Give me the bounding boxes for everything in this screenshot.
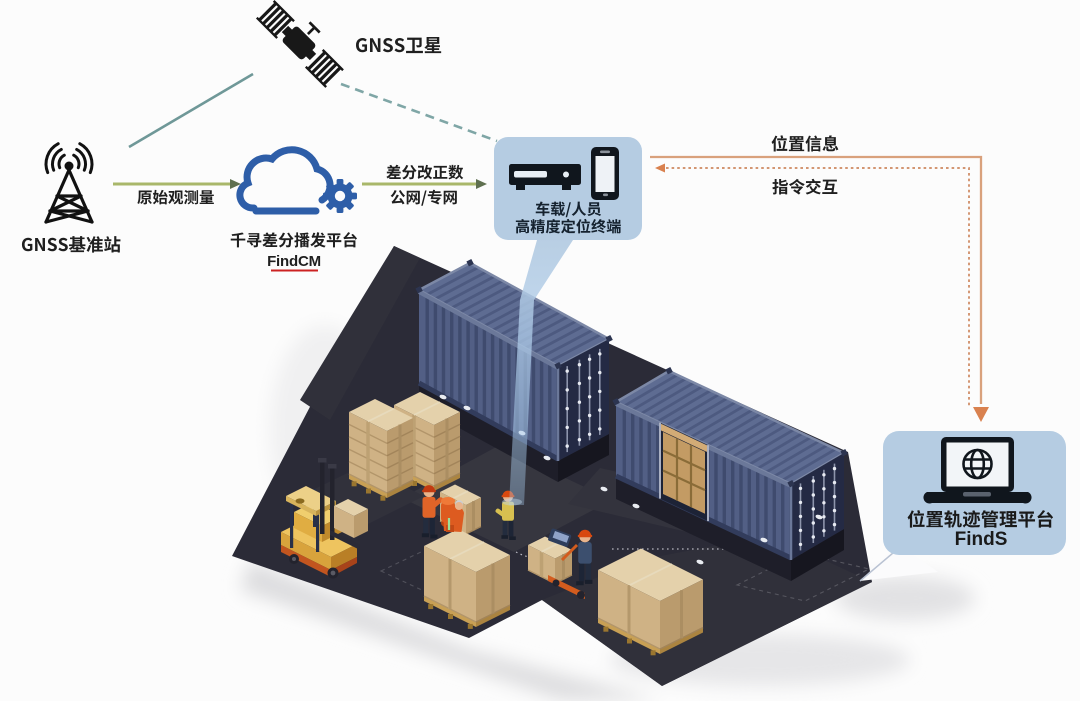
svg-text:FindCM: FindCM bbox=[267, 253, 321, 270]
svg-text:FindS: FindS bbox=[955, 529, 1008, 550]
